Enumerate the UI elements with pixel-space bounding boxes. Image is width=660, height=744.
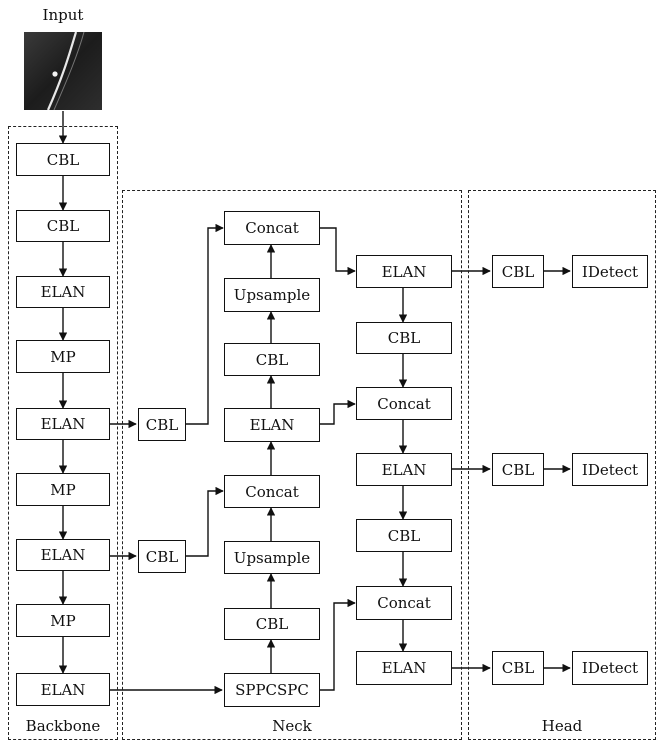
backbone-elan-1: ELAN xyxy=(16,276,110,308)
head-idetect-3: IDetect xyxy=(572,651,648,685)
backbone-elan-2: ELAN xyxy=(16,408,110,440)
backbone-mp-2: MP xyxy=(16,473,110,506)
neck-upsample-1: Upsample xyxy=(224,278,320,312)
neck-cbl-c: CBL xyxy=(224,343,320,376)
head-cbl-3: CBL xyxy=(492,651,544,685)
neck-cbl-a: CBL xyxy=(138,408,186,441)
backbone-mp-1: MP xyxy=(16,340,110,373)
backbone-elan-4: ELAN xyxy=(16,673,110,706)
neck-concat-1: Concat xyxy=(224,211,320,245)
neck-elan-r2: ELAN xyxy=(356,453,452,486)
backbone-mp-3: MP xyxy=(16,604,110,637)
arrow-cbl-a-to-concat1 xyxy=(186,223,224,425)
neck-elan-mid: ELAN xyxy=(224,408,320,442)
head-cbl-1: CBL xyxy=(492,255,544,288)
arrow-cbl-b-to-concat2 xyxy=(186,486,224,557)
neck-concat-r1: Concat xyxy=(356,387,452,420)
neck-elan-r3: ELAN xyxy=(356,651,452,685)
neck-sppcspc: SPPCSPC xyxy=(224,673,320,707)
neck-cbl-d: CBL xyxy=(224,608,320,640)
neck-cbl-r2: CBL xyxy=(356,519,452,552)
neck-region xyxy=(122,190,462,740)
head-region xyxy=(468,190,656,740)
neck-concat-2: Concat xyxy=(224,475,320,508)
backbone-cbl-2: CBL xyxy=(16,210,110,242)
neck-upsample-2: Upsample xyxy=(224,541,320,574)
input-label: Input xyxy=(42,6,84,24)
neck-cbl-b: CBL xyxy=(138,540,186,573)
backbone-elan-3: ELAN xyxy=(16,539,110,571)
arrow-elan-mid-to-concat-r1 xyxy=(320,399,356,425)
backbone-label: Backbone xyxy=(25,717,101,735)
head-idetect-2: IDetect xyxy=(572,453,648,486)
neck-elan-r1: ELAN xyxy=(356,255,452,288)
neck-concat-r2: Concat xyxy=(356,586,452,620)
neck-cbl-r1: CBL xyxy=(356,322,452,354)
input-image-thumbnail xyxy=(24,32,102,110)
backbone-region xyxy=(8,126,118,740)
arrow-concat1-to-elan-r1 xyxy=(320,227,356,276)
arrow-sppcspc-to-concat-r2 xyxy=(320,598,356,691)
neck-label: Neck xyxy=(272,717,312,735)
head-label: Head xyxy=(541,717,583,735)
head-idetect-1: IDetect xyxy=(572,255,648,288)
head-cbl-2: CBL xyxy=(492,453,544,486)
backbone-cbl-1: CBL xyxy=(16,143,110,176)
